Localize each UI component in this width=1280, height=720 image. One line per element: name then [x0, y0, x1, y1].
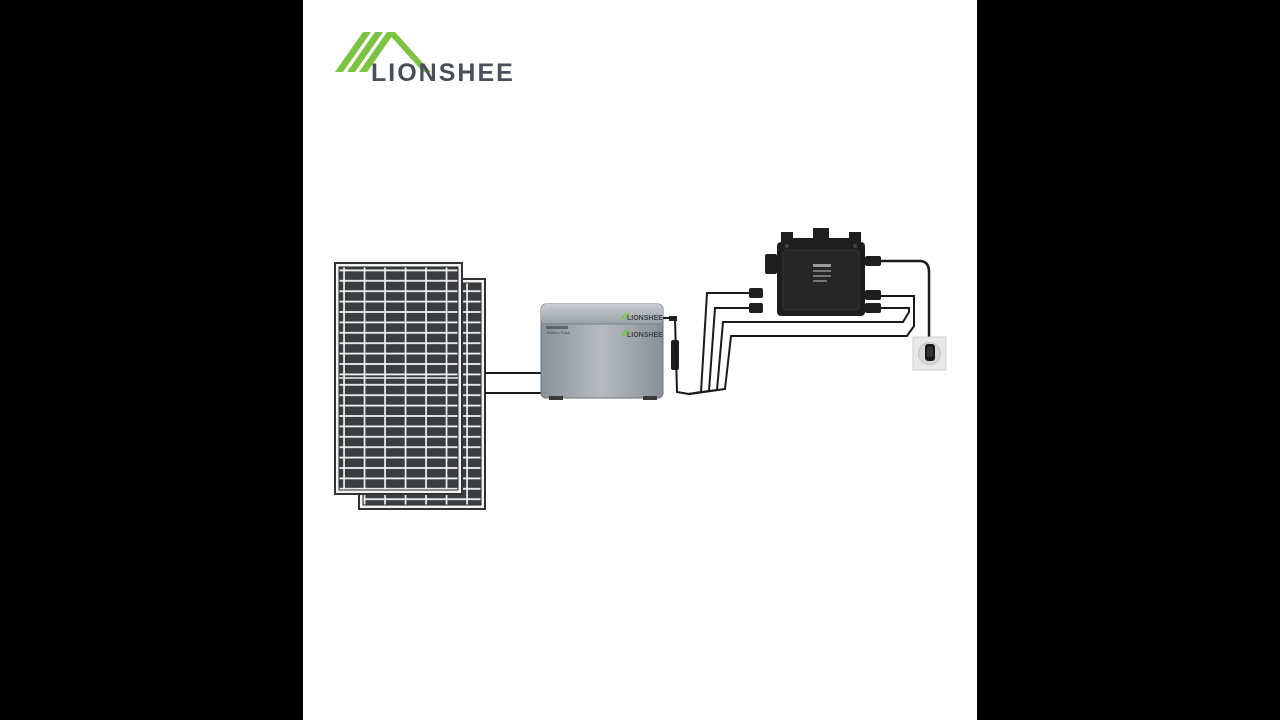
micro-inverter-icon — [777, 228, 881, 316]
battery-logo-front — [621, 330, 630, 336]
battery-connector — [669, 316, 679, 370]
brand-name: LIONSHEE — [371, 59, 515, 87]
battery-icon: Battery Pack LIONSHEE LIONSHEE — [540, 303, 664, 400]
battery-small-label: Battery Pack — [547, 330, 570, 335]
solar-system-illustration: Battery Pack LIONSHEE LIONSHEE — [334, 228, 947, 510]
roof-stripes-icon — [335, 32, 431, 72]
power-socket-icon — [912, 336, 947, 371]
battery-brand-front: LIONSHEE — [627, 332, 663, 339]
diagram-canvas: LIONSHEE — [303, 0, 977, 720]
battery-brand-top: LIONSHEE — [627, 315, 663, 322]
panel-cables — [485, 372, 541, 394]
inverter-left-connectors — [749, 254, 777, 313]
battery-inverter-cables — [663, 292, 915, 395]
brand-logo: LIONSHEE — [333, 28, 613, 88]
solar-panel-icon — [334, 262, 463, 495]
battery-logo-top — [621, 313, 630, 319]
